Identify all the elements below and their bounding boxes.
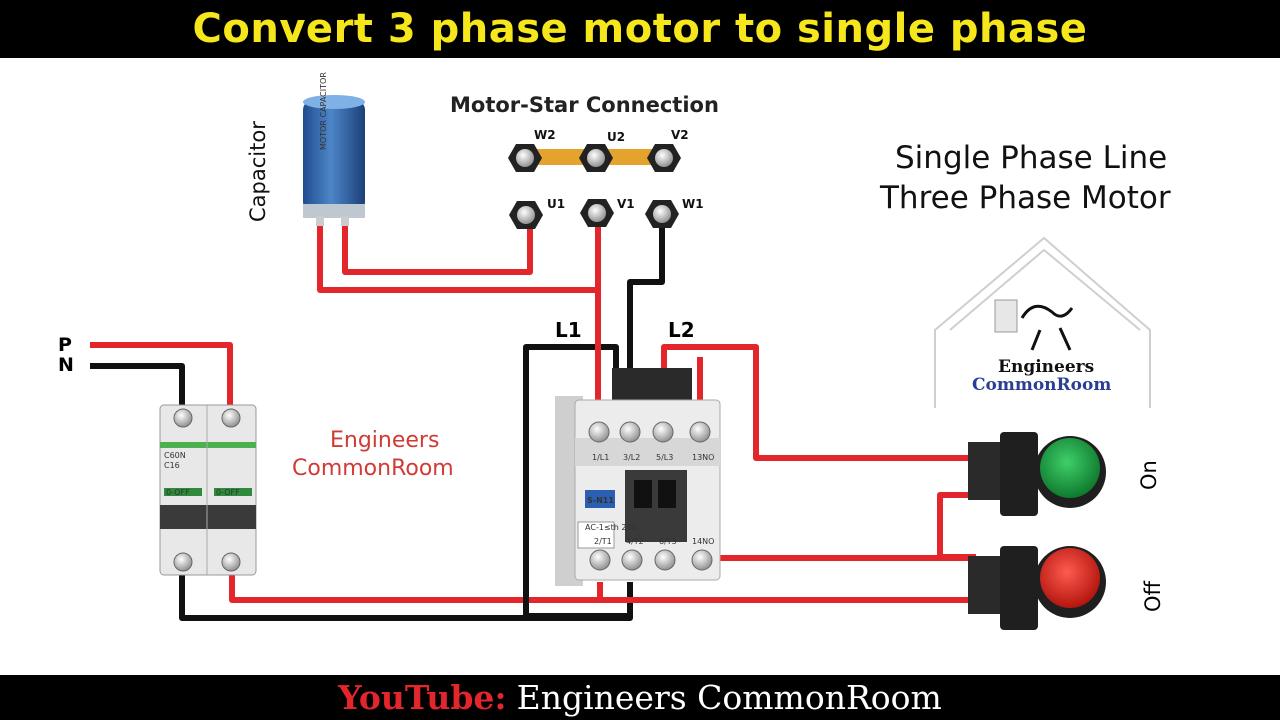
wire-l2: [661, 344, 976, 461]
circuit-breaker: C60N C16 0-OFF 0-OFF: [159, 404, 257, 576]
terminal-w2: [508, 144, 542, 172]
watermark-line-1: Engineers: [330, 428, 440, 453]
terminal-v2: [647, 144, 681, 172]
channel-name: Engineers CommonRoom: [516, 678, 942, 717]
breaker-switch-left: 0-OFF: [166, 488, 190, 497]
info-line-2: Three Phase Motor: [880, 180, 1171, 216]
logo-house: [934, 236, 1151, 408]
terminal-w1: [645, 200, 679, 228]
term-3l2: 3/L2: [623, 453, 640, 462]
off-label: Off: [1141, 581, 1165, 612]
label-v1: V1: [617, 197, 635, 211]
on-label: On: [1137, 460, 1161, 490]
on-button: [968, 432, 1106, 516]
label-l2: L2: [668, 318, 695, 342]
breaker-model: C60N: [164, 451, 186, 460]
wire-breaker-p-out: [229, 570, 603, 603]
wires: [90, 222, 976, 621]
breaker-rating: C16: [164, 461, 180, 470]
logo-text-2: CommonRoom: [972, 375, 1112, 395]
label-l1: L1: [555, 318, 582, 342]
label-v2: V2: [671, 128, 689, 142]
wire-p: [90, 342, 233, 412]
motor-terminals: W2 U2 V2 U1 V1 W1: [508, 128, 704, 229]
contactor-rating: AC-1≤th 20A: [585, 523, 638, 532]
capacitor: MOTOR CAPACITOR: [303, 72, 365, 226]
contactor-model: S-N11: [587, 496, 614, 505]
term-2t1: 2/T1: [594, 537, 612, 546]
footer-bar: YouTube:Engineers CommonRoom: [0, 675, 1280, 720]
contactor: 1/L1 3/L2 5/L3 13NO 2/T1 4/T2 6/T3 14NO …: [555, 368, 721, 586]
svg-text:MOTOR CAPACITOR: MOTOR CAPACITOR: [319, 72, 328, 150]
term-4t2: 4/T2: [626, 537, 644, 546]
label-u2: U2: [607, 130, 625, 144]
label-w2: W2: [534, 128, 556, 142]
youtube-label: YouTube:: [338, 678, 507, 717]
star-connection-label: Motor-Star Connection: [450, 93, 719, 117]
terminal-u1: [509, 201, 543, 229]
logo-text-1: Engineers: [998, 357, 1095, 377]
term-14no: 14NO: [692, 537, 714, 546]
label-w1: W1: [682, 197, 704, 211]
wire-l1-loop: [523, 344, 630, 619]
term-1l1: 1/L1: [592, 453, 609, 462]
supply-p-label: P: [58, 334, 72, 356]
watermark-line-2: CommonRoom: [292, 456, 454, 481]
wire-on-off: [937, 492, 976, 560]
terminal-u2: [579, 144, 613, 172]
term-5l3: 5/L3: [656, 453, 673, 462]
supply-n-label: N: [58, 354, 74, 376]
breaker-switch-right: 0-OFF: [216, 488, 240, 497]
label-u1: U1: [547, 197, 565, 211]
page-title: Convert 3 phase motor to single phase: [0, 0, 1280, 58]
wire-w1: [627, 226, 665, 418]
wiring-diagram: MOTOR CAPACITOR W2 U2 V2 U1 V1 W1 C60N C…: [90, 72, 1151, 630]
terminal-v1: [580, 199, 614, 227]
info-line-1: Single Phase Line: [895, 140, 1168, 176]
term-6t3: 6/T3: [659, 537, 677, 546]
term-13no: 13NO: [692, 453, 714, 462]
off-button: [968, 546, 1106, 630]
wire-n: [90, 363, 185, 412]
wire-cap-b: [342, 222, 533, 275]
capacitor-label: Capacitor: [246, 121, 270, 222]
